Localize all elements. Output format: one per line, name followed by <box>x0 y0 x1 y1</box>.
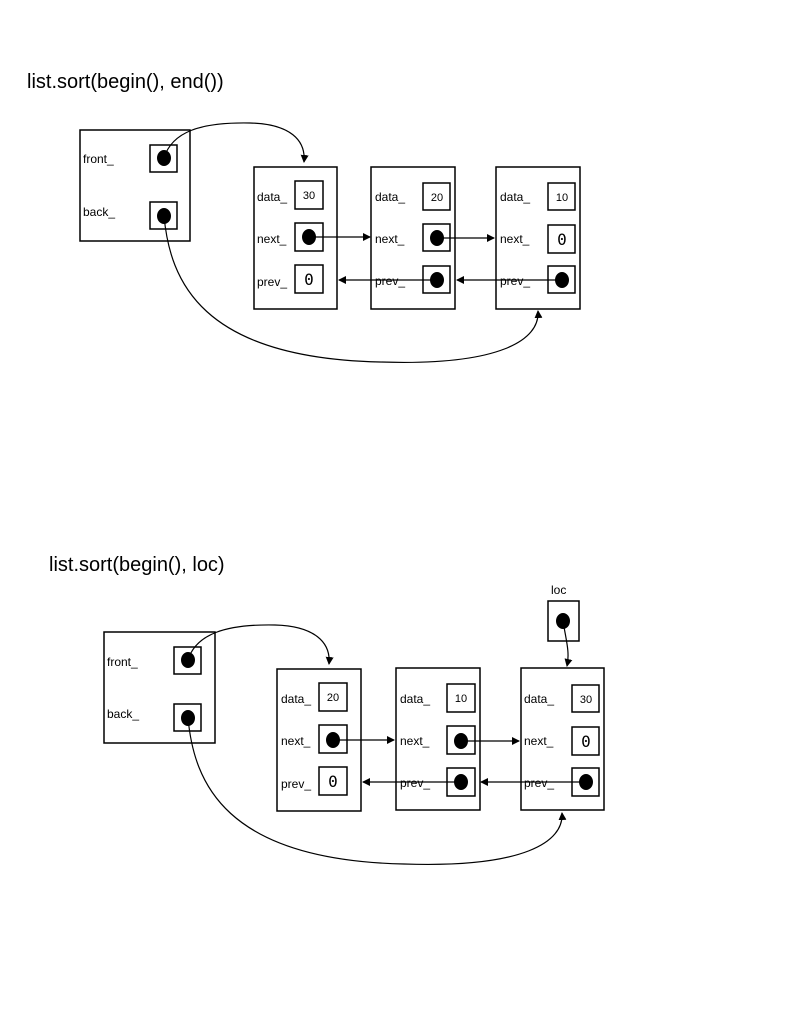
next-label: next_ <box>524 734 554 748</box>
prev-label: prev_ <box>281 777 311 791</box>
data-label: data_ <box>257 190 287 204</box>
data-cell <box>547 182 576 211</box>
front-label: front_ <box>83 152 114 166</box>
prev-null-cell <box>318 766 348 796</box>
prev-null-value: 0 <box>304 270 314 289</box>
diagram-2: list.sort(begin(), loc) loc front_ back_… <box>49 554 605 866</box>
list-node: data_ 30 next_ 0 prev_ <box>520 667 605 811</box>
diagram-1-title: list.sort(begin(), end()) <box>27 71 224 93</box>
next-label: next_ <box>281 734 311 748</box>
data-cell <box>294 180 324 210</box>
diagram-1: list.sort(begin(), end()) front_ back_ d… <box>27 71 581 364</box>
data-value: 10 <box>455 693 467 705</box>
prev-null-cell <box>294 264 324 294</box>
data-value: 30 <box>303 190 315 202</box>
front-pointer-arrow <box>163 122 309 163</box>
diagram-2-title: list.sort(begin(), loc) <box>49 554 225 576</box>
prev-label: prev_ <box>257 275 287 289</box>
data-value: 30 <box>580 694 592 706</box>
next-null-value: 0 <box>557 230 567 249</box>
prev-label: prev_ <box>400 776 430 790</box>
loc-label: loc <box>551 583 566 597</box>
prev-null-value: 0 <box>328 772 338 791</box>
data-cell <box>318 682 348 712</box>
next-label: next_ <box>257 232 287 246</box>
data-value: 10 <box>556 192 568 204</box>
front-pointer-arrow <box>187 624 334 665</box>
data-label: data_ <box>375 190 405 204</box>
data-label: data_ <box>524 692 554 706</box>
back-pointer-arrow <box>163 215 543 364</box>
data-label: data_ <box>400 692 430 706</box>
next-null-cell <box>571 726 600 756</box>
data-label: data_ <box>500 190 530 204</box>
next-label: next_ <box>400 734 430 748</box>
data-cell <box>446 683 476 713</box>
back-pointer-arrow <box>187 717 567 866</box>
list-container: front_ back_ <box>103 631 216 744</box>
prev-label: prev_ <box>500 274 530 288</box>
data-cell <box>422 182 451 211</box>
back-label: back_ <box>83 205 115 219</box>
next-label: next_ <box>375 232 405 246</box>
back-label: back_ <box>107 707 139 721</box>
prev-label: prev_ <box>524 776 554 790</box>
back-pointer-cell <box>173 703 202 732</box>
data-label: data_ <box>281 692 311 706</box>
prev-label: prev_ <box>375 274 405 288</box>
next-label: next_ <box>500 232 530 246</box>
list-node: data_ 30 next_ prev_ 0 <box>253 166 338 310</box>
loc-pointer-arrow <box>562 620 573 667</box>
list-node: data_ 10 next_ prev_ <box>395 667 481 811</box>
next-null-cell <box>547 224 576 254</box>
front-pointer-cell <box>173 646 202 675</box>
data-value: 20 <box>431 192 443 204</box>
data-cell <box>571 684 600 713</box>
list-container: front_ back_ <box>79 129 191 242</box>
front-label: front_ <box>107 655 138 669</box>
list-node: data_ 10 next_ 0 prev_ <box>495 166 581 310</box>
loc-iterator: loc <box>547 583 580 642</box>
data-value: 20 <box>327 692 339 704</box>
next-null-value: 0 <box>581 732 591 751</box>
